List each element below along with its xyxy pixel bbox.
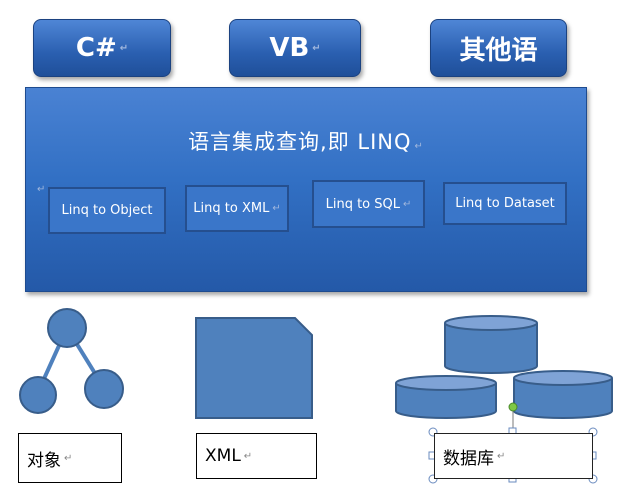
provider-linq-to-sql: Linq to SQL↵ [312,180,425,228]
paragraph-mark: ↵ [64,452,73,464]
paragraph-mark: ↵ [403,198,412,210]
database-icon [395,315,613,419]
object-label: 对象 [27,450,61,471]
paragraph-mark: ↵ [272,203,281,214]
database-label: 数据库 [443,448,494,469]
db-cylinder-right [513,370,613,419]
provider-linq-to-object: Linq to Object [48,187,166,234]
paragraph-mark: ↵ [414,141,424,152]
provider-linq-to-xml: Linq to XML↵ [185,185,289,232]
database-label-box[interactable]: 数据库↵ [434,433,593,479]
paragraph-mark: ↵ [312,42,321,54]
paragraph-mark: ↵ [497,450,506,462]
provider-linq-to-dataset: Linq to Dataset [443,182,567,225]
object-label-box: 对象↵ [18,433,122,483]
lang-label-vb: VB [269,33,310,63]
db-cylinder-left [395,375,497,419]
object-tree-icon [19,308,124,414]
lang-label-csharp: C# [75,33,117,63]
provider-label: Linq to Dataset [455,196,555,211]
panel-title: 语言集成查询,即 LINQ↵ [188,130,424,154]
provider-label: Linq to XML [193,201,270,216]
provider-label: Linq to Object [61,203,153,218]
db-cylinder-top [444,315,538,374]
lang-box-other: 其他语 [430,19,567,77]
xml-label: XML [205,446,241,466]
provider-label: Linq to SQL [325,196,400,212]
paragraph-mark: ↵ [37,184,46,195]
lang-label-other: 其他语 [459,35,538,66]
linq-panel: 语言集成查询,即 LINQ↵ ↵ Linq to Object Linq to … [25,87,587,292]
xml-label-box: XML↵ [196,433,317,479]
paragraph-mark: ↵ [243,450,253,462]
xml-document-icon [195,317,313,419]
lang-box-vb: VB↵ [229,19,361,77]
paragraph-mark: ↵ [119,42,129,54]
lang-box-csharp: C#↵ [33,19,171,77]
